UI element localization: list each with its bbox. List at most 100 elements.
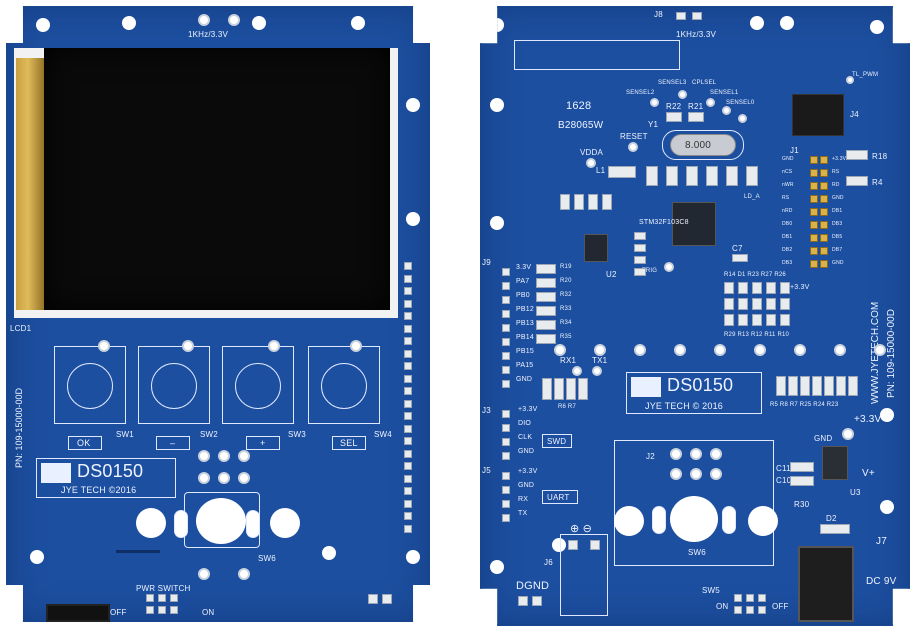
tl-pwm-pad: [846, 76, 854, 84]
resistor: [776, 376, 786, 396]
encoder-pad: [198, 568, 210, 580]
j9-pin-label: 3.3V: [516, 264, 532, 271]
crystal-value: 8.000: [685, 140, 712, 151]
gnd-label: GND: [814, 434, 833, 443]
mounting-hole: [490, 216, 504, 230]
j1-pin-label: DB1: [832, 208, 843, 214]
header-pad: [502, 282, 510, 290]
header-pin: [810, 182, 818, 190]
header-pin: [810, 247, 818, 255]
header-pad: [404, 349, 412, 358]
button-ok[interactable]: [54, 346, 126, 424]
crystal: 8.000: [670, 134, 736, 156]
mounting-hole: [780, 16, 794, 30]
mounting-hole: [322, 546, 336, 560]
test-point: [198, 14, 210, 26]
j3-label: J3: [482, 406, 491, 415]
part-code: B28065W: [558, 120, 604, 131]
header-pad: [502, 424, 510, 432]
header-pad: [404, 487, 412, 495]
resistor-label: R20: [560, 278, 572, 284]
resistor: [752, 314, 762, 326]
j5-pin-label: TX: [518, 510, 528, 517]
j1-pin-label: DB7: [832, 247, 843, 253]
part-number-label: PN: 109-15000-00D: [14, 387, 24, 468]
j3-pin-label: +3.3V: [518, 406, 538, 413]
resistor-label: R34: [560, 320, 572, 326]
header-pad: [404, 412, 412, 420]
button-sel[interactable]: [308, 346, 380, 424]
brand-logo: DS0150 JYE TECH ©2016: [36, 458, 176, 498]
sensel0-label: SENSEL0: [726, 100, 755, 106]
header-pin: [820, 260, 828, 268]
header-pin: [810, 169, 818, 177]
pcb-front: 1KHz/3.3V LCD1 PN: 109-15000-00D OK SW1 …: [6, 6, 430, 622]
resistor: [566, 378, 576, 400]
resistor: [846, 150, 868, 160]
capacitor: [574, 194, 584, 210]
header-pad: [404, 437, 412, 445]
mounting-hole: [880, 408, 894, 422]
button-plus[interactable]: [222, 346, 294, 424]
encoder-pad: [198, 472, 210, 484]
brand-logo: DS0150 JYE TECH © 2016: [626, 372, 762, 414]
mounting-hole: [490, 18, 504, 32]
date-code: 1628: [566, 100, 592, 112]
sw6-label: SW6: [688, 548, 706, 557]
encoder-pad: [690, 468, 702, 480]
header-pad: [502, 500, 510, 508]
capacitor: [602, 194, 612, 210]
j9-pin-label: PB14: [516, 334, 534, 341]
header-pad: [404, 399, 412, 408]
button-minus-ref: SW2: [200, 430, 218, 439]
sensel3-label: SENSEL3: [658, 80, 687, 86]
j9-label: J9: [482, 258, 491, 267]
power-switch-pad: [170, 606, 178, 614]
button-pad: [182, 340, 194, 352]
header-pin: [810, 208, 818, 216]
mounting-hole: [614, 506, 644, 536]
resistor: [752, 282, 762, 294]
header-pad: [404, 287, 412, 295]
resistor: [536, 292, 556, 302]
r22-label: R22: [666, 102, 682, 111]
j1-pin-label: nRD: [782, 208, 793, 214]
resistor: [848, 376, 858, 396]
swd-label: SWD: [547, 437, 567, 446]
mounting-hole: [351, 16, 365, 30]
ld-a-label: LD_A: [744, 194, 760, 200]
battery-pad: [568, 540, 578, 550]
vplus-label: V+: [862, 468, 875, 479]
j1-pin-label: GND: [832, 195, 844, 201]
mounting-hole: [406, 98, 420, 112]
header-pad: [404, 362, 412, 370]
header-pad: [404, 324, 412, 333]
resistor: [738, 298, 748, 310]
pad: [754, 344, 766, 356]
j1-pin-label: RS: [782, 195, 790, 201]
header-pad: [404, 449, 412, 458]
j7-label: J7: [876, 536, 887, 547]
button-pad: [268, 340, 280, 352]
off-label: OFF: [772, 602, 789, 611]
j8-label: J8: [654, 10, 663, 19]
button-sel-label-box: SEL: [332, 436, 366, 450]
encoder-pad: [690, 448, 702, 460]
header-pad: [404, 424, 412, 433]
pad: [554, 344, 566, 356]
button-sel-ref: SW4: [374, 430, 392, 439]
resistor: [554, 378, 564, 400]
sensel2-label: SENSEL2: [626, 90, 655, 96]
power-off-label: OFF: [110, 608, 127, 617]
button-minus[interactable]: [138, 346, 210, 424]
resistor: [536, 306, 556, 316]
mounting-hole: [490, 560, 504, 574]
pad: [834, 344, 846, 356]
resistor-label: R32: [560, 292, 572, 298]
r30-label: R30: [794, 500, 810, 509]
u2-label: U2: [606, 270, 617, 279]
test-point: [228, 14, 240, 26]
resistor: [780, 282, 790, 294]
capacitor: [746, 166, 758, 186]
header-pin: [820, 208, 828, 216]
